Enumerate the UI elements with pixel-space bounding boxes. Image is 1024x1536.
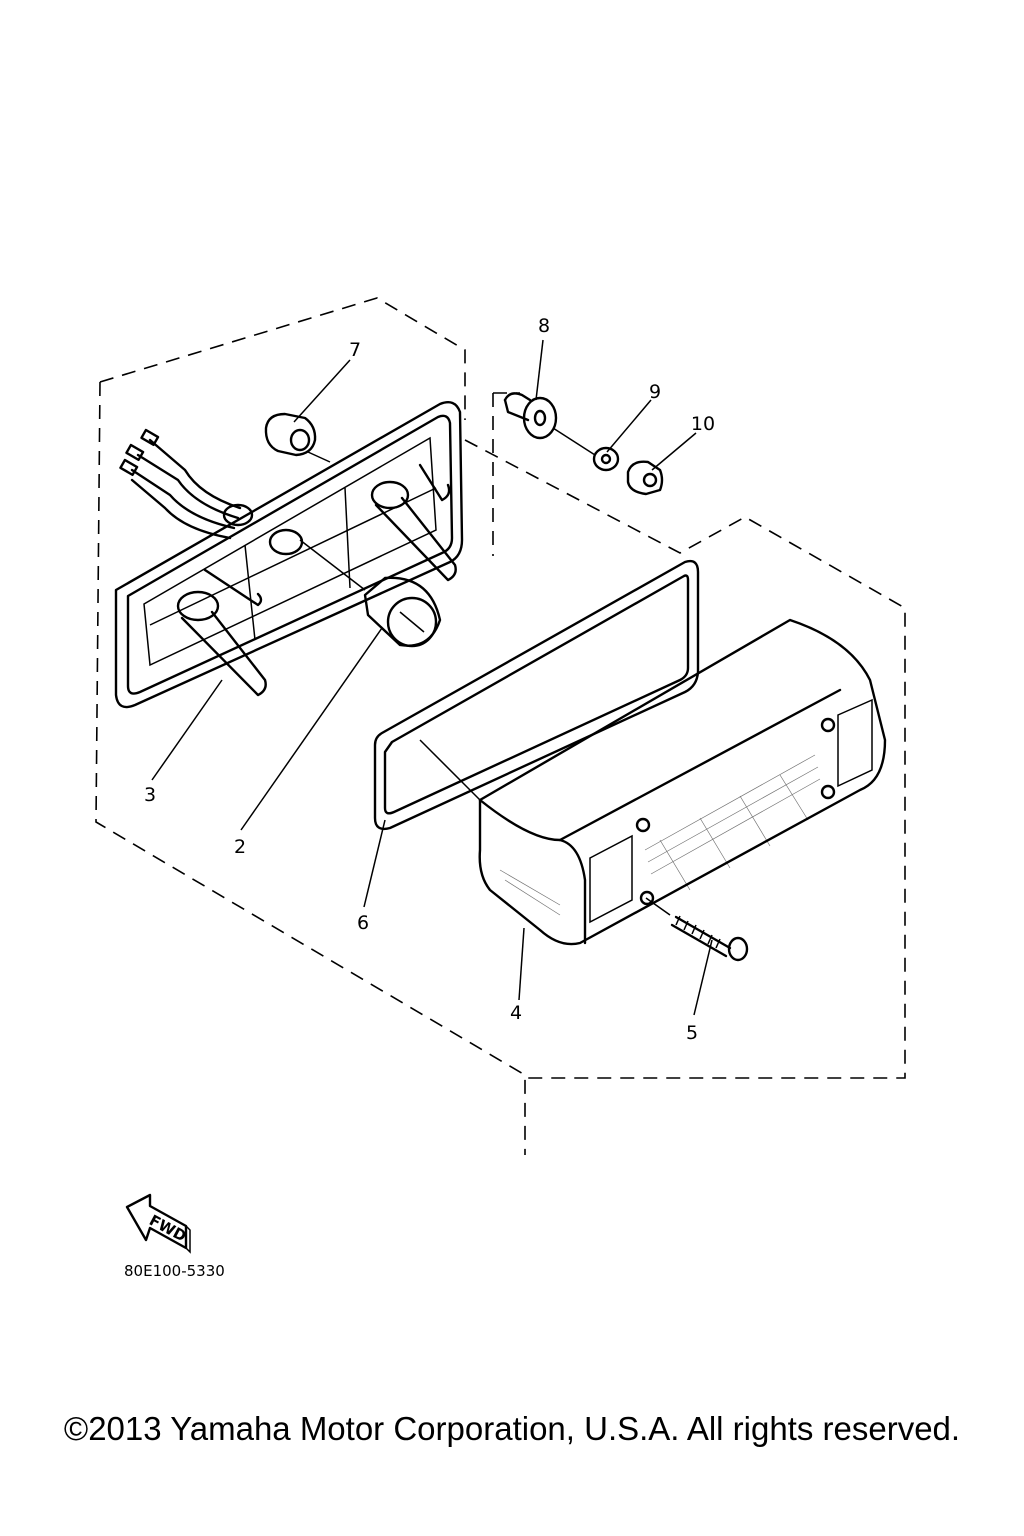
nut bbox=[626, 460, 664, 496]
assembly-boundary bbox=[95, 297, 906, 1155]
copyright-notice: ©2013 Yamaha Motor Corporation, U.S.A. A… bbox=[63, 1410, 961, 1447]
gasket bbox=[373, 559, 700, 831]
lens bbox=[419, 618, 887, 946]
washer bbox=[592, 446, 620, 472]
fwd-arrow-icon: FWD bbox=[125, 1193, 191, 1254]
callout-5: 5 bbox=[686, 1022, 698, 1044]
leader-lines bbox=[151, 339, 713, 1016]
callout-8: 8 bbox=[538, 315, 550, 337]
diagram-code: 80E100-5330 bbox=[124, 1262, 225, 1280]
callout-3: 3 bbox=[144, 784, 156, 806]
taillight-base-housing bbox=[114, 401, 464, 709]
bulb bbox=[299, 539, 442, 648]
callout-6: 6 bbox=[357, 912, 369, 934]
callout-10: 10 bbox=[691, 413, 715, 435]
callout-4: 4 bbox=[510, 1002, 522, 1024]
collar bbox=[503, 392, 596, 456]
callout-2: 2 bbox=[234, 836, 246, 858]
screw bbox=[645, 897, 749, 962]
grommet bbox=[264, 412, 331, 463]
callout-7: 7 bbox=[349, 339, 361, 361]
callout-9: 9 bbox=[649, 381, 661, 403]
